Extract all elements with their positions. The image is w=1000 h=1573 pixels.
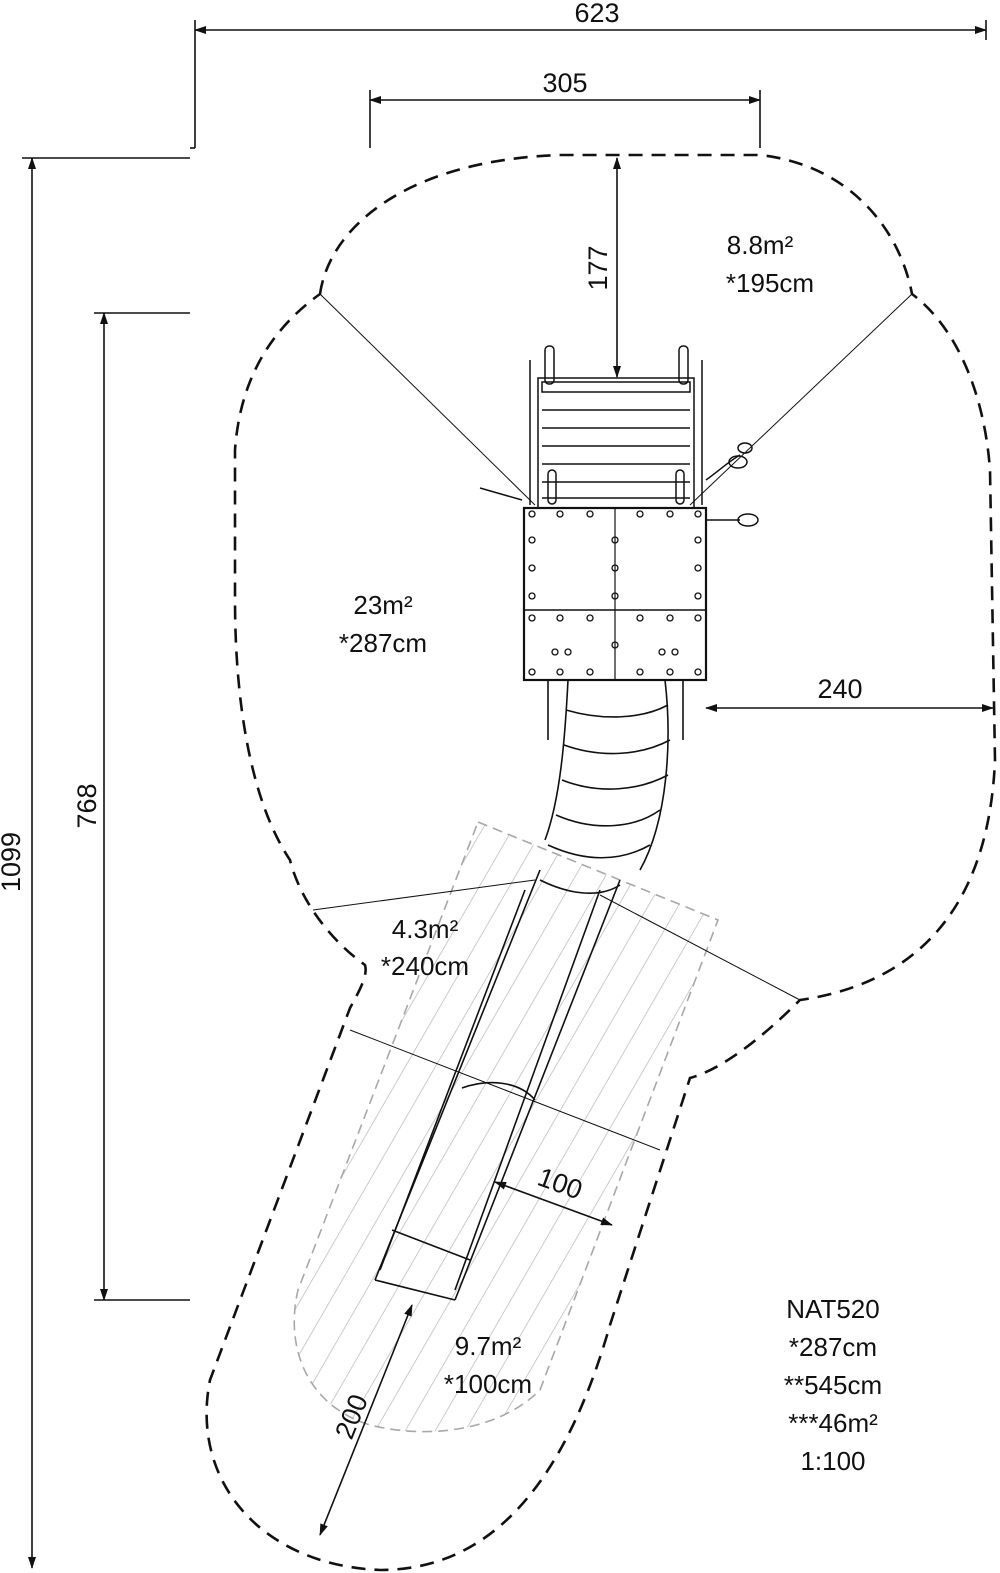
zone-slide-area: 4.3m²	[392, 914, 459, 944]
info-total-height: **545cm	[784, 1370, 882, 1400]
tube-slide	[374, 679, 684, 1301]
dim-overall-width-label: 623	[574, 0, 619, 28]
dim-overall-height-label: 1099	[0, 832, 26, 892]
zone-division-lines	[312, 293, 913, 1151]
dim-top-clearance-label: 177	[583, 245, 613, 290]
zone-top-height: *195cm	[726, 268, 814, 298]
dim-inner-width-label: 305	[542, 68, 587, 98]
safety-zone-outline	[205, 153, 997, 1572]
tower-platform	[522, 506, 708, 682]
info-scale: 1:100	[800, 1446, 865, 1476]
zone-slide-height: *240cm	[381, 951, 469, 981]
zone-main-area: 23m²	[353, 590, 413, 620]
dim-right-clearance-label: 240	[817, 674, 862, 704]
info-model: NAT520	[786, 1294, 879, 1324]
zone-exit-area: 9.7m²	[455, 1331, 522, 1361]
ladder	[479, 345, 703, 509]
info-free-fall-height: *287cm	[789, 1332, 877, 1362]
dim-height-768-label: 768	[72, 783, 102, 828]
zone-exit-height: *100cm	[444, 1369, 532, 1399]
zone-main-height: *287cm	[339, 628, 427, 658]
dimension-lines	[22, 20, 994, 1569]
zone-top-area: 8.8m²	[727, 230, 794, 260]
slide-exit-zone	[293, 820, 720, 1433]
info-safety-area: ***46m²	[788, 1408, 878, 1438]
rope-knots	[705, 442, 759, 527]
